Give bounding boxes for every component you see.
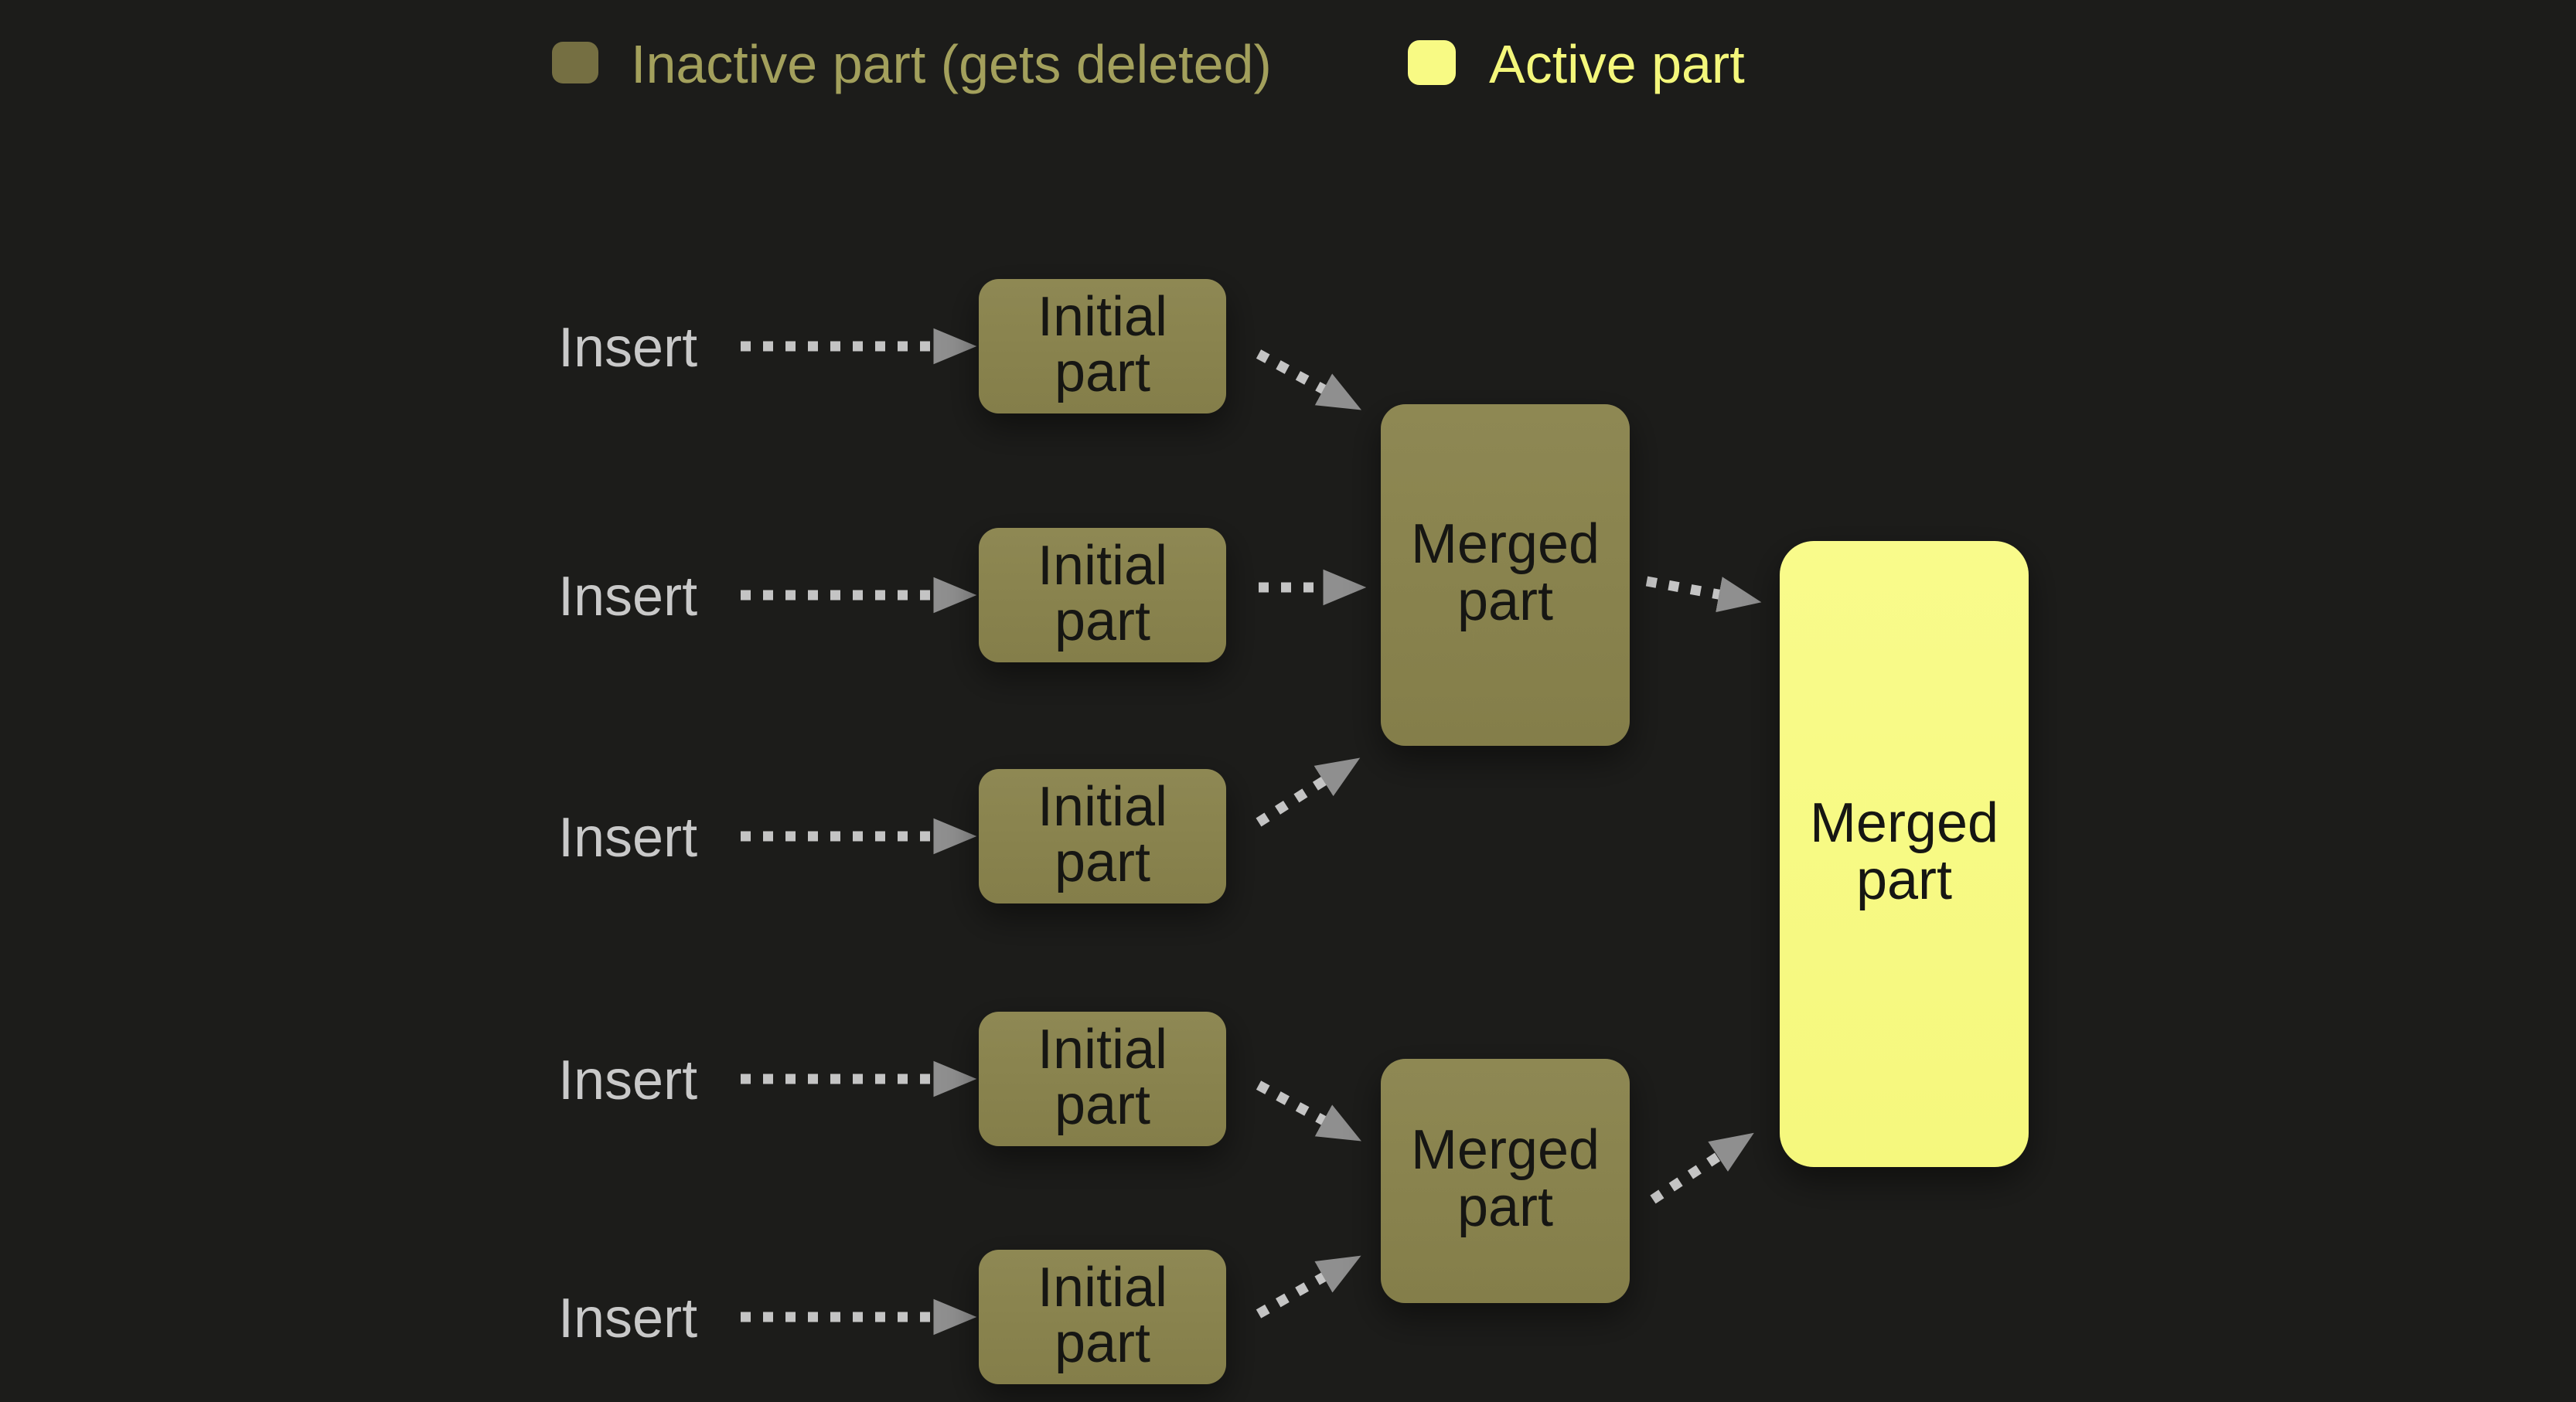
initial-part-1-line1: Initial: [1038, 286, 1167, 348]
legend-label-inactive: Inactive part (gets deleted): [631, 34, 1272, 94]
final-merge-arrow-2: [1650, 1132, 1754, 1204]
initial-part-5-line2: part: [1055, 1312, 1150, 1374]
insert-label-2: Insert: [558, 566, 697, 628]
insert-label-3: Insert: [558, 807, 697, 869]
merged-part-2-line1: Merged: [1411, 1119, 1600, 1181]
initial-part-2-line2: part: [1055, 590, 1150, 652]
legend: Inactive part (gets deleted) Active part: [552, 34, 1745, 94]
initial-part-5-line1: Initial: [1038, 1257, 1167, 1319]
initial-part-box-1: Initial part: [979, 279, 1226, 413]
merged-part-2-line2: part: [1457, 1176, 1553, 1238]
legend-swatch-inactive-icon: [552, 42, 598, 83]
initial-part-2-line1: Initial: [1038, 535, 1167, 597]
merged-part-1-line2: part: [1457, 570, 1553, 632]
insert-labels: Insert Insert Insert Insert Insert: [558, 317, 697, 1349]
active-merged-part-box: Merged part: [1780, 541, 2029, 1167]
insert-label-4: Insert: [558, 1050, 697, 1111]
initial-part-boxes: Initial part Initial part Initial part I…: [979, 279, 1226, 1384]
merged-part-1-line1: Merged: [1411, 513, 1600, 575]
insert-label-5: Insert: [558, 1288, 697, 1349]
insert-label-1: Insert: [558, 317, 697, 379]
initial-part-box-2: Initial part: [979, 528, 1226, 662]
final-part-line1: Merged: [1810, 792, 1998, 854]
merged-part-boxes: Merged part Merged part: [1381, 404, 1630, 1303]
initial-part-4-line1: Initial: [1038, 1019, 1167, 1080]
initial-part-box-4: Initial part: [979, 1012, 1226, 1146]
final-merge-arrows: [1645, 576, 1762, 1204]
initial-part-1-line2: part: [1055, 342, 1150, 403]
initial-part-4-line2: part: [1055, 1074, 1150, 1136]
legend-swatch-active-icon: [1408, 40, 1456, 85]
initial-part-box-3: Initial part: [979, 769, 1226, 903]
initial-part-box-5: Initial part: [979, 1250, 1226, 1384]
final-part-line2: part: [1856, 849, 1952, 911]
merged-part-box-2: Merged part: [1381, 1059, 1630, 1303]
initial-part-3-line1: Initial: [1038, 776, 1167, 838]
initial-part-3-line2: part: [1055, 832, 1150, 893]
merged-part-box-1: Merged part: [1381, 404, 1630, 746]
insert-arrows: [741, 328, 977, 1336]
legend-label-active: Active part: [1489, 34, 1745, 94]
